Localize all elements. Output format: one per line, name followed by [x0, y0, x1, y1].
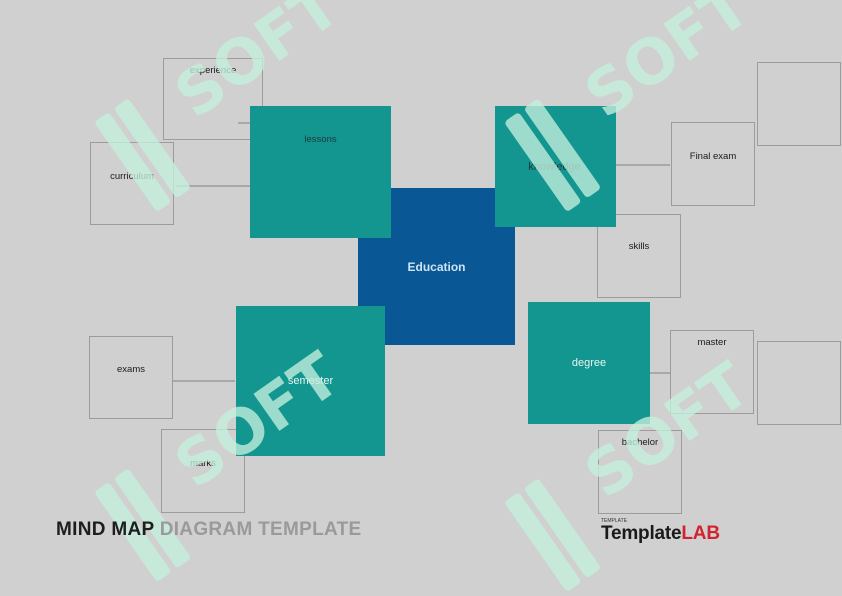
branch-label: lessons: [304, 134, 337, 145]
central-topic-label: Education: [407, 259, 466, 274]
title-dark-part: MIND MAP: [56, 519, 155, 540]
master-node: master: [670, 330, 754, 414]
branch-label: semester: [287, 375, 334, 387]
logo-lab-text: LAB: [681, 523, 720, 544]
exams-node: exams: [89, 336, 173, 419]
skills-node: skills: [597, 214, 681, 298]
templatelab-logo: TEMPLATE TemplateLAB: [601, 518, 720, 545]
empty-node: [757, 62, 841, 146]
master-label: master: [697, 337, 727, 348]
branch-node-lessons: lessons: [250, 106, 391, 238]
diagram-title: MIND MAP DIAGRAM TEMPLATE: [56, 519, 362, 541]
logo-caption: TEMPLATE: [601, 518, 628, 524]
experience-label: experience: [189, 65, 237, 76]
experience-node: experience: [163, 58, 263, 140]
marks-label: marks: [190, 458, 216, 469]
connector-line: [616, 164, 670, 166]
branch-node-semester: semester: [236, 306, 385, 456]
connector-line: [176, 185, 250, 187]
branch-label: knowledge: [528, 160, 581, 173]
exams-label: exams: [117, 364, 145, 375]
empty-node: [757, 341, 841, 425]
final-exam-label: Final exam: [689, 151, 737, 162]
bachelor-node: bachelor: [598, 430, 682, 514]
marks-node: marks: [161, 429, 245, 513]
curriculum-label: curriculum: [110, 171, 154, 182]
connector-line: [650, 372, 670, 374]
branch-node-degree: degree: [528, 302, 650, 424]
final-exam-node: Final exam: [671, 122, 755, 206]
branch-node-knowledge: knowledge: [495, 106, 616, 227]
logo-wordmark: TemplateLAB: [601, 523, 720, 544]
logo-template-text: Template: [601, 523, 682, 544]
branch-label: degree: [571, 357, 607, 369]
connector-line: [173, 380, 235, 382]
bachelor-label: bachelor: [621, 437, 659, 448]
skills-label: skills: [628, 241, 650, 252]
connector-line: [238, 122, 250, 124]
title-light-part: DIAGRAM TEMPLATE: [159, 519, 362, 540]
curriculum-node: curriculum: [90, 142, 174, 225]
